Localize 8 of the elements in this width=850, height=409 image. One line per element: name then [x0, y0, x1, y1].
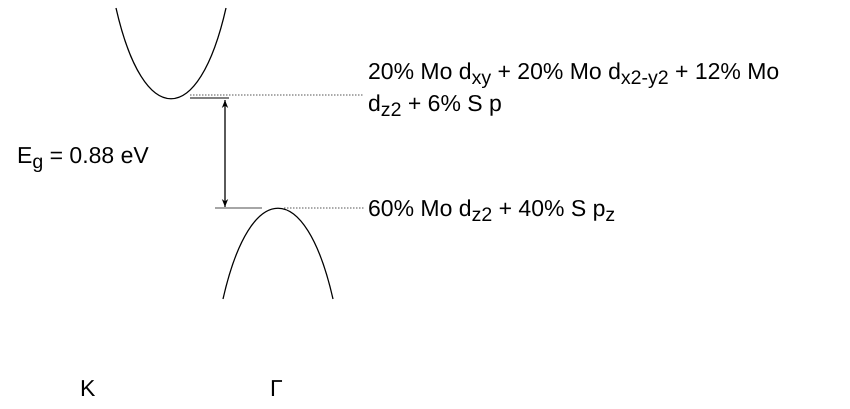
band-curve: [115, 8, 227, 100]
k-point-label: K: [80, 375, 96, 402]
k-point-label: Γ: [270, 375, 283, 402]
leader-line: [190, 94, 364, 96]
orbital-composition-text: 20% Mo d$_{xy}$ + 20% Mo d$_{x2-y2}$ + 12% Mo d$_{z2}$ + 6% S p: [368, 55, 808, 119]
band-gap-arrow: [222, 100, 228, 207]
band-curve: [222, 208, 334, 300]
orbital-composition-text: 60% Mo d$_{z2}$ + 40% S p$_{z}$: [368, 192, 848, 224]
